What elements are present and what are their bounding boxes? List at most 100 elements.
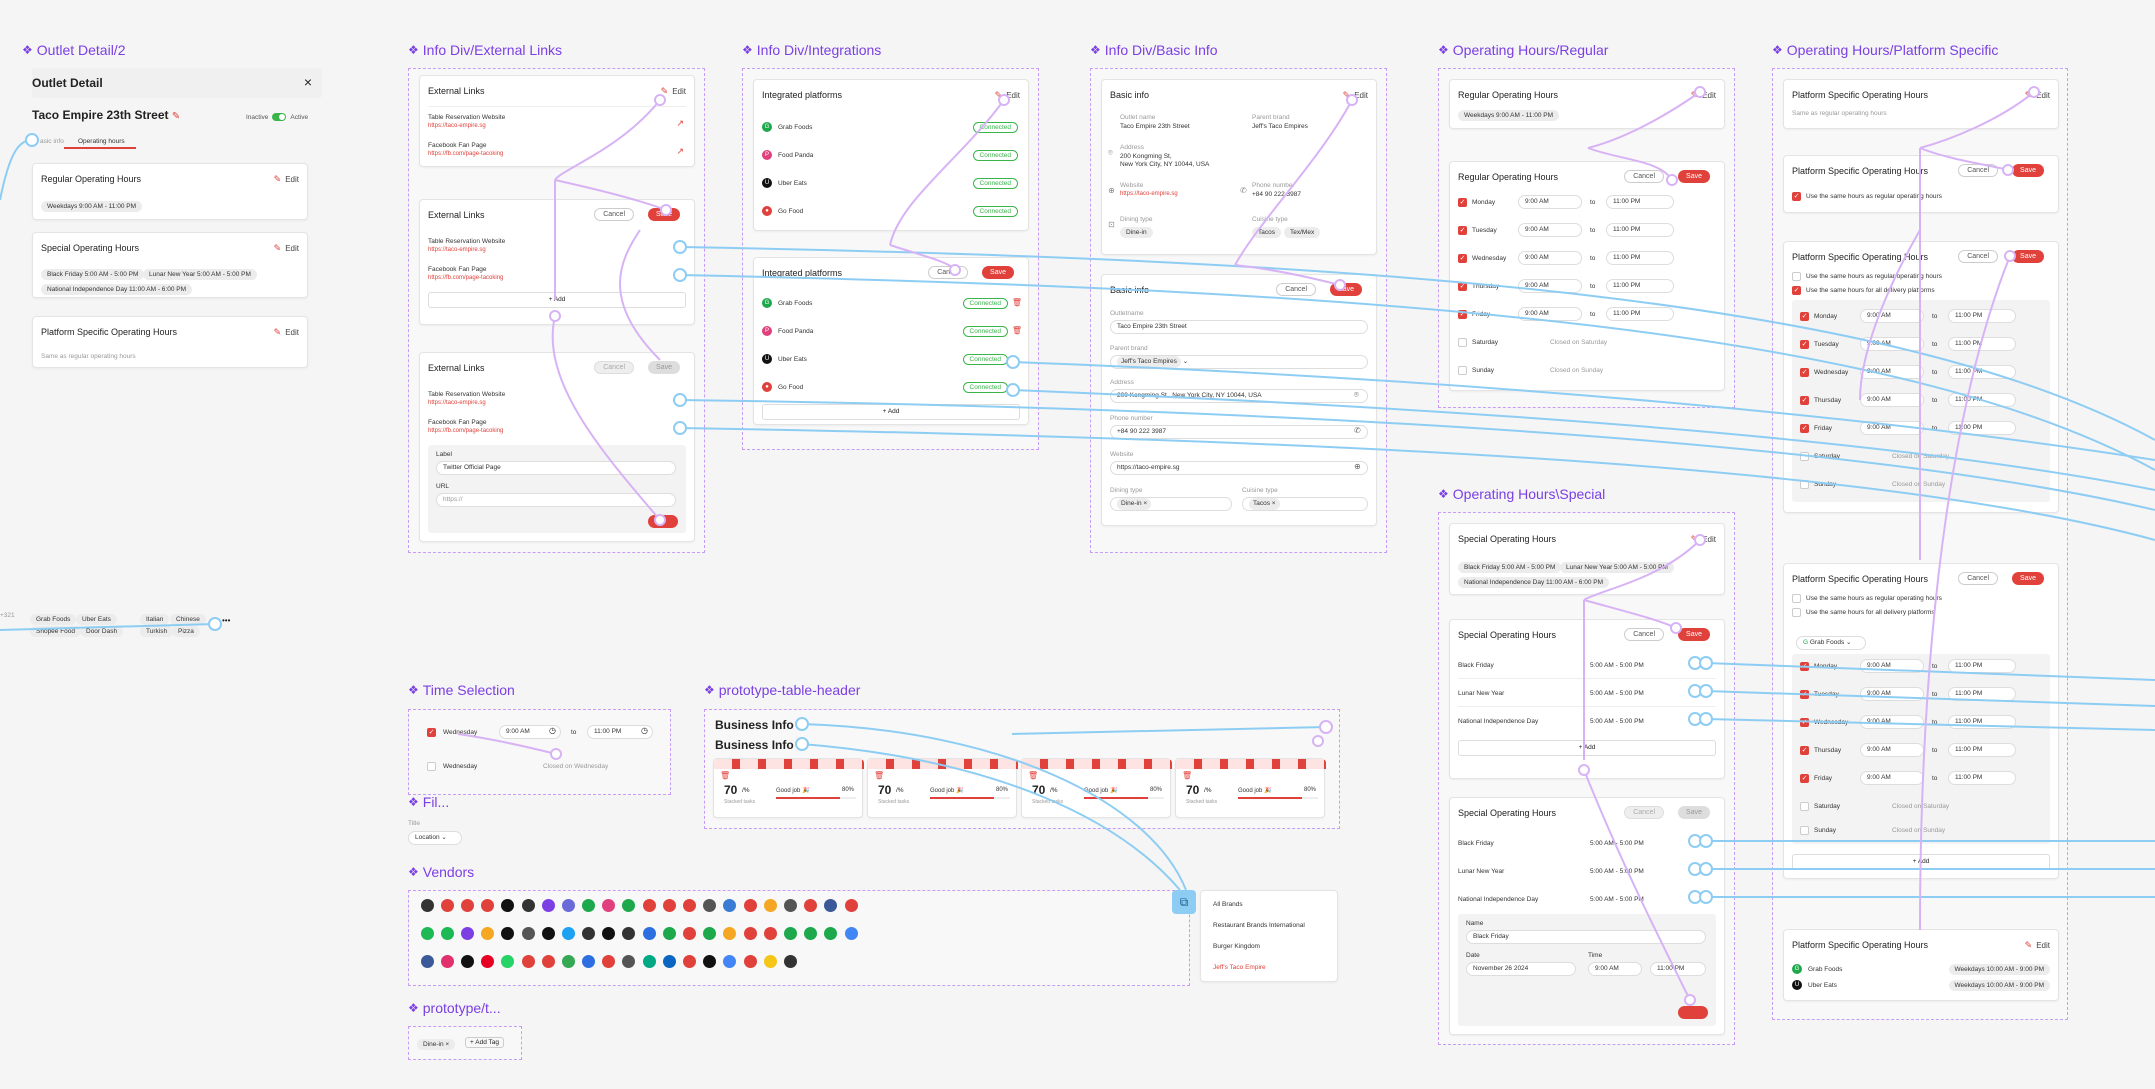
time-from-input[interactable]: 9:00 AM xyxy=(1860,771,1924,785)
vendor-logo-icon[interactable] xyxy=(582,927,596,940)
vendor-logo-icon[interactable] xyxy=(723,899,737,912)
vendor-logo-icon[interactable] xyxy=(662,927,676,940)
same-regular-checkbox[interactable] xyxy=(1792,272,1801,281)
phone-input[interactable]: +84 90 222 3987 xyxy=(1110,425,1368,439)
day-checkbox[interactable]: ✓ xyxy=(1800,718,1809,727)
dining-tag[interactable]: Dine-in × xyxy=(1117,498,1152,510)
vendor-logo-icon[interactable] xyxy=(460,927,474,940)
link-url[interactable]: https://taco-empire.sg xyxy=(428,400,486,406)
day-checkbox[interactable] xyxy=(1800,802,1809,811)
vendor-logo-icon[interactable] xyxy=(541,955,555,968)
time-to-input[interactable]: 11:00 PM xyxy=(1948,421,2016,435)
time-from-input[interactable]: 9:00 AM xyxy=(1518,307,1582,321)
time-to-input[interactable]: 11:00 PM xyxy=(1650,962,1706,976)
time-from-input[interactable]: 9:00 AM xyxy=(1860,337,1924,351)
edit-button[interactable]: ✎Edit xyxy=(2025,940,2050,951)
vendor-logo-icon[interactable] xyxy=(440,955,454,968)
vendor-logo-icon[interactable] xyxy=(662,899,676,912)
save-button[interactable]: Save xyxy=(2012,164,2044,177)
vendor-logo-icon[interactable] xyxy=(723,927,737,940)
close-icon[interactable]: × xyxy=(303,74,312,90)
same-all-checkbox[interactable]: ✓ xyxy=(1792,286,1801,295)
day-checkbox[interactable] xyxy=(1800,452,1809,461)
brand-option[interactable]: Burger Kingdom xyxy=(1213,943,1260,950)
day-checkbox[interactable]: ✓ xyxy=(1458,310,1467,319)
special-name-input[interactable]: Black Friday xyxy=(1466,930,1706,944)
vendor-logo-icon[interactable] xyxy=(804,927,818,940)
toggle-switch[interactable] xyxy=(272,113,287,121)
time-to-input[interactable]: 11:00 PM xyxy=(1948,659,2016,673)
time-to-input[interactable]: 11:00 PM xyxy=(1606,223,1674,237)
day-checkbox[interactable]: ✓ xyxy=(1800,368,1809,377)
vendor-logo-icon[interactable] xyxy=(662,955,676,968)
vendor-logo-icon[interactable] xyxy=(501,955,515,968)
vendor-logo-icon[interactable] xyxy=(582,955,596,968)
vendor-logo-icon[interactable] xyxy=(642,927,656,940)
time-to-input[interactable]: 11:00 PM xyxy=(1948,309,2016,323)
time-to-input[interactable]: 11:00 PM xyxy=(1606,307,1674,321)
link-url[interactable]: https://fb.com/page-tacoking xyxy=(428,151,504,157)
vendor-logo-icon[interactable] xyxy=(460,899,474,912)
time-to-input[interactable]: 11:00 PM xyxy=(1948,365,2016,379)
brand-filter-icon[interactable]: ⧉ xyxy=(1172,890,1196,914)
vendor-logo-icon[interactable] xyxy=(582,899,596,912)
vendor-logo-icon[interactable] xyxy=(481,899,495,912)
day-checkbox[interactable] xyxy=(1458,338,1467,347)
cancel-button[interactable]: Cancel xyxy=(1624,170,1664,183)
vendor-logo-icon[interactable] xyxy=(521,899,535,912)
day-checkbox[interactable]: ✓ xyxy=(1800,424,1809,433)
day-checkbox[interactable]: ✓ xyxy=(1800,690,1809,699)
vendor-logo-icon[interactable] xyxy=(561,899,575,912)
vendor-logo-icon[interactable] xyxy=(703,927,717,940)
vendor-logo-icon[interactable] xyxy=(824,927,838,940)
save-button[interactable]: Save xyxy=(2012,250,2044,263)
time-to-input[interactable]: 11:00 PM xyxy=(1948,393,2016,407)
vendor-logo-icon[interactable] xyxy=(521,927,535,940)
url-input[interactable]: https:// xyxy=(436,493,676,507)
trash-icon[interactable]: 🗑 xyxy=(1011,326,1022,335)
vendor-logo-icon[interactable] xyxy=(501,927,515,940)
vendor-logo-icon[interactable] xyxy=(763,927,777,940)
same-regular-checkbox[interactable] xyxy=(1792,594,1801,603)
cancel-button[interactable]: Cancel xyxy=(928,266,968,279)
vendor-logo-icon[interactable] xyxy=(481,955,495,968)
vendor-logo-icon[interactable] xyxy=(420,955,434,968)
vendor-logo-icon[interactable] xyxy=(763,955,777,968)
day-checkbox[interactable]: ✓ xyxy=(1458,198,1467,207)
brand-option[interactable]: All Brands xyxy=(1213,901,1243,908)
day-checkbox[interactable]: ✓ xyxy=(1458,226,1467,235)
vendor-logo-icon[interactable] xyxy=(703,899,717,912)
cancel-button[interactable]: Cancel xyxy=(1958,572,1998,585)
time-from-input[interactable]: 9:00 AM xyxy=(1860,659,1924,673)
vendor-logo-icon[interactable] xyxy=(602,927,616,940)
vendor-logo-icon[interactable] xyxy=(683,955,697,968)
time-to-input[interactable]: 11:00 PM xyxy=(1606,279,1674,293)
vendor-logo-icon[interactable] xyxy=(420,927,434,940)
save-button[interactable]: Save xyxy=(648,208,680,221)
time-from-input[interactable]: 9:00 AM xyxy=(1518,251,1582,265)
time-from-input[interactable]: 9:00 AM xyxy=(1860,421,1924,435)
save-button[interactable] xyxy=(1678,1006,1708,1019)
platform-select[interactable]: G Grab Foods ⌄ xyxy=(1796,636,1866,650)
day-checkbox[interactable]: ✓ xyxy=(1800,340,1809,349)
vendor-logo-icon[interactable] xyxy=(723,955,737,968)
date-input[interactable]: November 26 2024 xyxy=(1466,962,1576,976)
edit-button[interactable]: ✎Edit xyxy=(995,90,1020,101)
cancel-button[interactable]: Cancel xyxy=(1624,806,1664,819)
time-from-input[interactable]: 9:00 AM xyxy=(1860,715,1924,729)
vendor-logo-icon[interactable] xyxy=(440,927,454,940)
time-from-input[interactable]: 9:00 AM xyxy=(1518,195,1582,209)
cancel-button[interactable]: Cancel xyxy=(594,208,634,221)
cancel-button[interactable]: Cancel xyxy=(1276,283,1316,296)
day-checkbox[interactable]: ✓ xyxy=(1458,254,1467,263)
cancel-button[interactable]: Cancel xyxy=(594,361,634,374)
time-from-input[interactable]: 9:00 AM xyxy=(1588,962,1642,976)
save-button[interactable]: Save xyxy=(1330,283,1362,296)
same-regular-checkbox[interactable]: ✓ xyxy=(1792,192,1801,201)
edit-button[interactable]: ✎Edit xyxy=(1343,90,1368,101)
vendor-logo-icon[interactable] xyxy=(642,955,656,968)
add-platform-button[interactable]: + Add xyxy=(762,404,1020,420)
vendor-logo-icon[interactable] xyxy=(541,927,555,940)
day-checkbox[interactable]: ✓ xyxy=(1458,282,1467,291)
edit-button[interactable]: ✎Edit xyxy=(1691,90,1716,101)
